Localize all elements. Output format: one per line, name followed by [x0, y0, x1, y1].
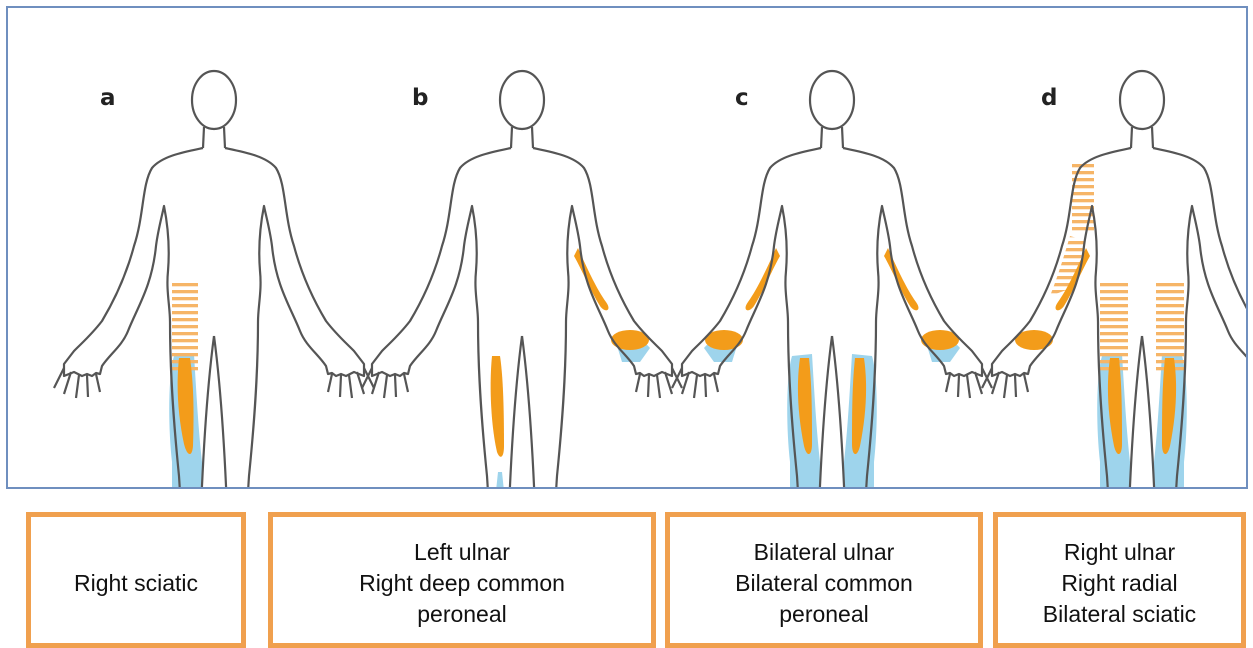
panel-c: c: [672, 71, 992, 487]
caption-box-b: Left ulnar Right deep common peroneal: [268, 512, 656, 648]
caption-line: peroneal: [359, 599, 565, 630]
caption-box-c: Bilateral ulnar Bilateral common peronea…: [665, 512, 983, 648]
caption-line: Bilateral common: [735, 568, 913, 599]
panel-a-label: a: [100, 85, 116, 111]
panel-a: a: [54, 71, 374, 487]
caption-line: Right deep common: [359, 568, 565, 599]
caption-text-c: Bilateral ulnar Bilateral common peronea…: [735, 531, 913, 630]
caption-line: Right sciatic: [74, 568, 198, 599]
panel-b: b: [362, 71, 682, 487]
caption-text-d: Right ulnar Right radial Bilateral sciat…: [1043, 531, 1196, 630]
caption-text-b: Left ulnar Right deep common peroneal: [359, 531, 565, 630]
caption-line: Right radial: [1043, 568, 1196, 599]
panel-b-label: b: [412, 85, 428, 111]
caption-box-d: Right ulnar Right radial Bilateral sciat…: [993, 512, 1246, 648]
caption-line: Bilateral sciatic: [1043, 599, 1196, 630]
panel-c-label: c: [735, 85, 749, 111]
caption-line: Bilateral ulnar: [735, 537, 913, 568]
caption-box-a: Right sciatic: [26, 512, 246, 648]
caption-text-a: Right sciatic: [74, 562, 198, 599]
caption-line: Right ulnar: [1043, 537, 1196, 568]
caption-line: Left ulnar: [359, 537, 565, 568]
panel-d-label: d: [1041, 85, 1057, 111]
caption-line: peroneal: [735, 599, 913, 630]
panel-d: d: [982, 71, 1246, 487]
diagram-figure: a b c: [6, 6, 1248, 489]
